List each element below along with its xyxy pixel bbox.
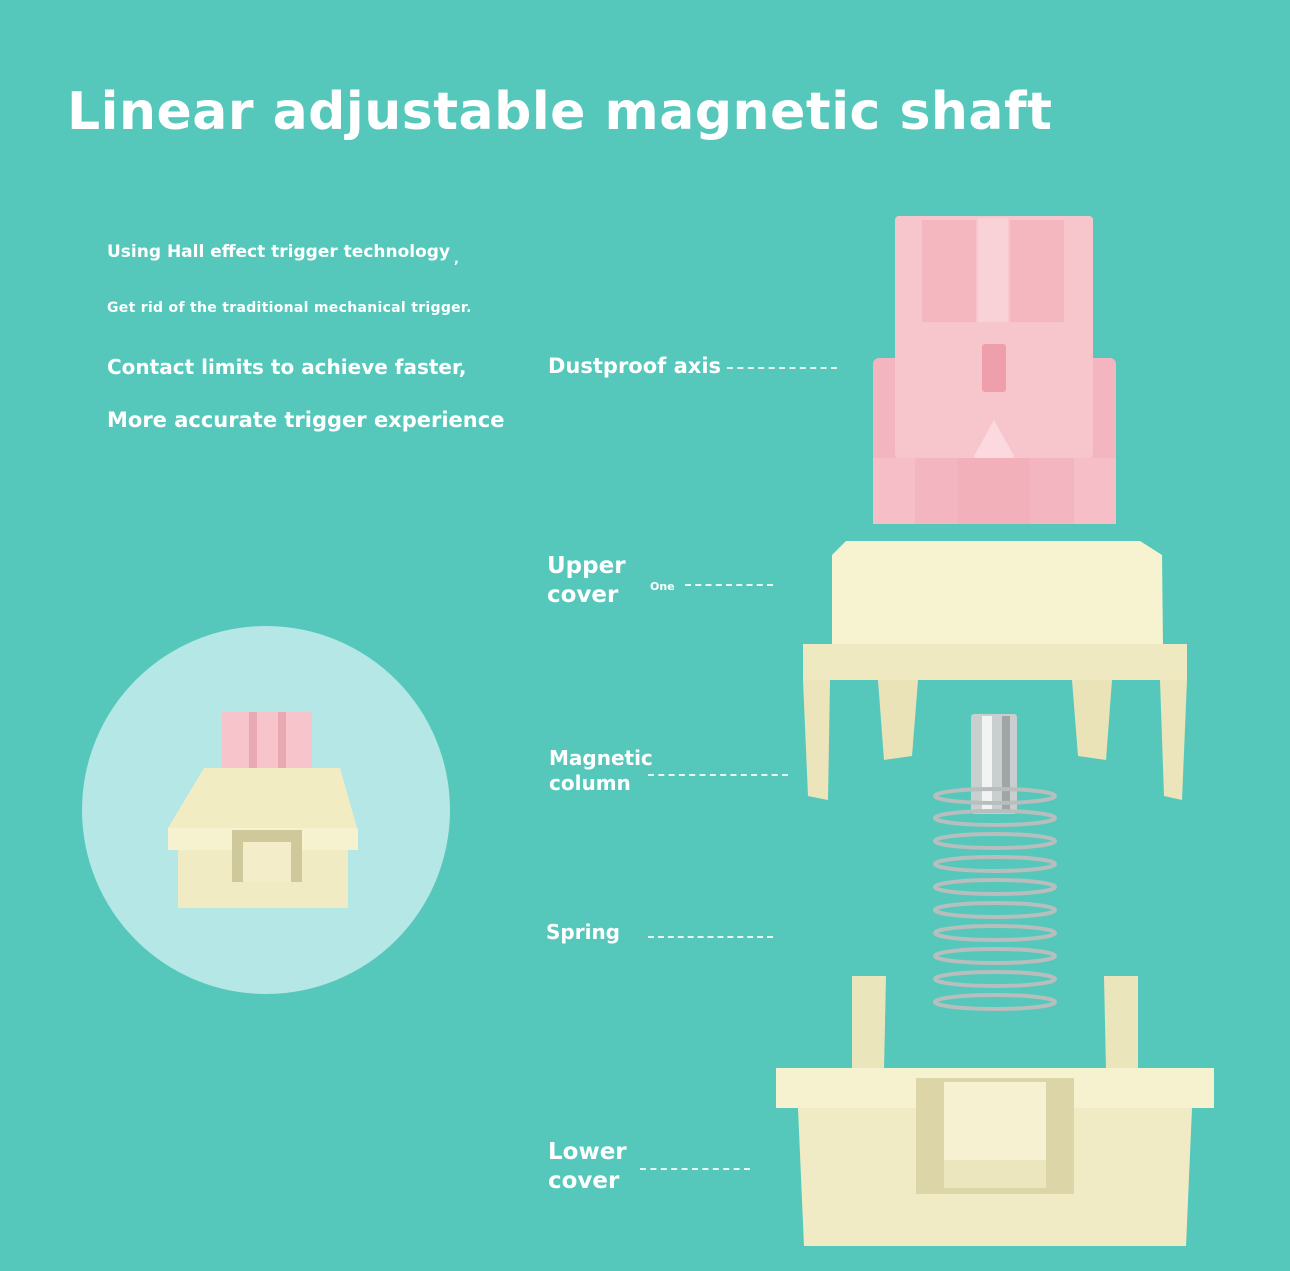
lower-cover-label: Lower cover bbox=[548, 1139, 627, 1194]
upper-cover-note: One bbox=[650, 580, 675, 593]
upper-cover-part bbox=[803, 541, 1187, 800]
spring-part bbox=[933, 787, 1057, 1011]
magnetic-column-part bbox=[971, 714, 1017, 814]
intro-line-1: Using Hall effect trigger technology, bbox=[107, 242, 459, 267]
upper-cover-leader bbox=[685, 584, 773, 586]
dustproof-axis-part bbox=[873, 216, 1116, 524]
intro-line-1-text: Using Hall effect trigger technology bbox=[107, 242, 451, 262]
magnetic-column-leader bbox=[648, 774, 788, 776]
intro-line-4: More accurate trigger experience bbox=[107, 408, 505, 432]
dustproof-axis-leader bbox=[727, 367, 837, 369]
intro-line-1-mark: , bbox=[454, 252, 459, 267]
page-title: Linear adjustable magnetic shaft bbox=[67, 82, 1053, 142]
intro-line-2: Get rid of the traditional mechanical tr… bbox=[107, 300, 472, 316]
spring-leader bbox=[648, 936, 773, 938]
magnetic-column-label: Magnetic column bbox=[549, 746, 653, 795]
lower-cover-part bbox=[776, 976, 1214, 1246]
dustproof-axis-label: Dustproof axis bbox=[548, 354, 722, 378]
assembled-switch-icon bbox=[168, 712, 358, 908]
lower-cover-leader bbox=[640, 1168, 750, 1170]
spring-label: Spring bbox=[546, 920, 620, 944]
intro-line-3: Contact limits to achieve faster, bbox=[107, 355, 467, 379]
upper-cover-label: Upper cover bbox=[547, 553, 626, 608]
